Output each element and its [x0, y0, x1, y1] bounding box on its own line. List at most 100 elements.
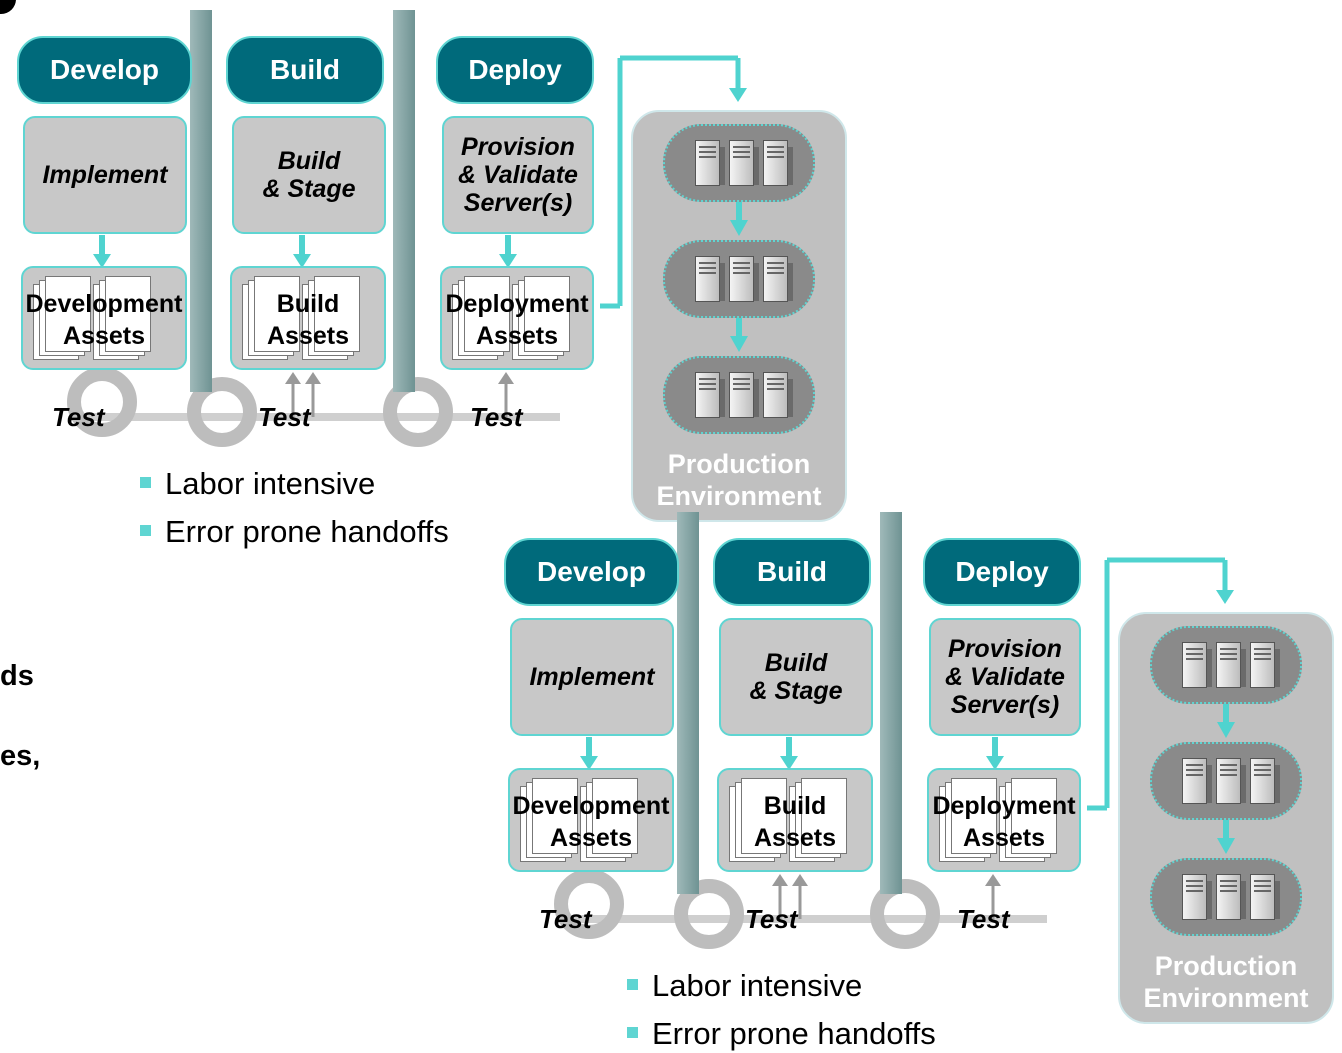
- production-environment: Production Environment: [631, 110, 847, 522]
- test-label: Test: [258, 402, 311, 432]
- phase-header-deploy: Deploy: [923, 538, 1081, 606]
- production-label: Production Environment: [656, 449, 822, 511]
- phase-header-deploy: Deploy: [436, 36, 594, 104]
- production-environment: Production Environment: [1118, 612, 1334, 1024]
- arrow-down-icon: [499, 254, 517, 268]
- partial-text-fragment: es,: [0, 740, 41, 772]
- test-label: Test: [52, 402, 105, 432]
- arrow-up-icon: [772, 874, 788, 886]
- document-icon: [314, 276, 360, 352]
- phase-divider-pillar: [880, 512, 902, 894]
- tier-arrows: [730, 202, 748, 352]
- server-icon: [1216, 758, 1246, 804]
- production-label: Production Environment: [1143, 951, 1309, 1013]
- test-label: Test: [957, 904, 1010, 934]
- document-icon: [532, 778, 578, 854]
- connector-lines: [67, 55, 747, 447]
- document-icon: [592, 778, 638, 854]
- arrow-down-icon: [1217, 722, 1235, 738]
- bullet-item: Labor intensive: [140, 466, 375, 502]
- arrow-down-icon: [1216, 590, 1234, 604]
- document-icon: [524, 276, 570, 352]
- server-icon: [763, 372, 793, 418]
- server-tier: [663, 356, 815, 434]
- document-icon: [801, 778, 847, 854]
- phase-divider-pillar: [393, 10, 415, 392]
- asset-box: Deployment Assets: [927, 768, 1081, 872]
- process-step: Provision & Validate Server(s): [929, 618, 1081, 736]
- server-icon: [695, 372, 725, 418]
- test-cycle-ring: [674, 879, 744, 949]
- bullet-item: Labor intensive: [627, 968, 862, 1004]
- bullet-text: Labor intensive: [165, 466, 376, 501]
- asset-box: Development Assets: [508, 768, 674, 872]
- arrow-down-icon: [580, 756, 598, 770]
- document-icon: [105, 276, 151, 352]
- asset-box: Development Assets: [21, 266, 187, 370]
- connector-lines: [554, 557, 1234, 949]
- arrow-down-icon: [986, 756, 1004, 770]
- tier-arrows: [1217, 704, 1235, 854]
- arrow-up-icon: [285, 372, 301, 384]
- server-icon: [729, 256, 759, 302]
- test-label: Test: [539, 904, 592, 934]
- arrow-down-icon: [730, 336, 748, 352]
- process-step: Implement: [510, 618, 674, 736]
- arrow-down-icon: [1217, 838, 1235, 854]
- asset-label: Development Assets: [512, 792, 670, 852]
- server-tier: [1150, 742, 1302, 820]
- asset-label: Development Assets: [25, 290, 183, 350]
- bullet-text: Error prone handoffs: [652, 1016, 936, 1051]
- arrow-up-icon: [792, 874, 808, 886]
- server-icon: [1250, 642, 1280, 688]
- phase-divider-pillar: [677, 512, 699, 894]
- document-icon: [464, 276, 510, 352]
- test-cycle-ring: [383, 377, 453, 447]
- document-icon: [741, 778, 787, 854]
- bullet-text: Labor intensive: [652, 968, 863, 1003]
- phase-header-build: Build: [226, 36, 384, 104]
- server-icon: [1216, 642, 1246, 688]
- bullet-item: Error prone handoffs: [140, 514, 449, 550]
- server-icon: [729, 140, 759, 186]
- test-label: Test: [470, 402, 523, 432]
- server-icon: [1182, 874, 1212, 920]
- arrow-down-icon: [93, 254, 111, 268]
- arrow-down-icon: [293, 254, 311, 268]
- server-icon: [695, 256, 725, 302]
- arrow-up-icon: [985, 874, 1001, 886]
- asset-box: Build Assets: [717, 768, 873, 872]
- server-icon: [695, 140, 725, 186]
- bullet-icon: [140, 477, 151, 489]
- test-label: Test: [745, 904, 798, 934]
- server-icon: [1216, 874, 1246, 920]
- server-icon: [1182, 642, 1212, 688]
- bullet-icon: [140, 525, 151, 537]
- test-cycle-ring: [187, 377, 257, 447]
- document-icon: [1011, 778, 1057, 854]
- server-tier: [663, 240, 815, 318]
- asset-box: Build Assets: [230, 266, 386, 370]
- document-icon: [951, 778, 997, 854]
- asset-label: Deployment Assets: [932, 792, 1076, 852]
- document-icon: [45, 276, 91, 352]
- bullet-icon: [627, 1027, 638, 1039]
- arrow-down-icon: [730, 220, 748, 236]
- bullet-icon: [627, 979, 638, 991]
- asset-box: Deployment Assets: [440, 266, 594, 370]
- test-cycle-ring: [870, 879, 940, 949]
- partial-text-fragment: ds: [0, 660, 34, 692]
- test-cycle-ring: [554, 869, 624, 939]
- asset-label: Build Assets: [754, 792, 836, 852]
- document-icon: [254, 276, 300, 352]
- server-tier: [1150, 626, 1302, 704]
- server-icon: [763, 256, 793, 302]
- arrow-up-icon: [305, 372, 321, 384]
- server-icon: [1182, 758, 1212, 804]
- phase-header-develop: Develop: [504, 538, 679, 606]
- server-tier: [1150, 858, 1302, 936]
- process-step: Build & Stage: [719, 618, 873, 736]
- bullet-text: Error prone handoffs: [165, 514, 449, 549]
